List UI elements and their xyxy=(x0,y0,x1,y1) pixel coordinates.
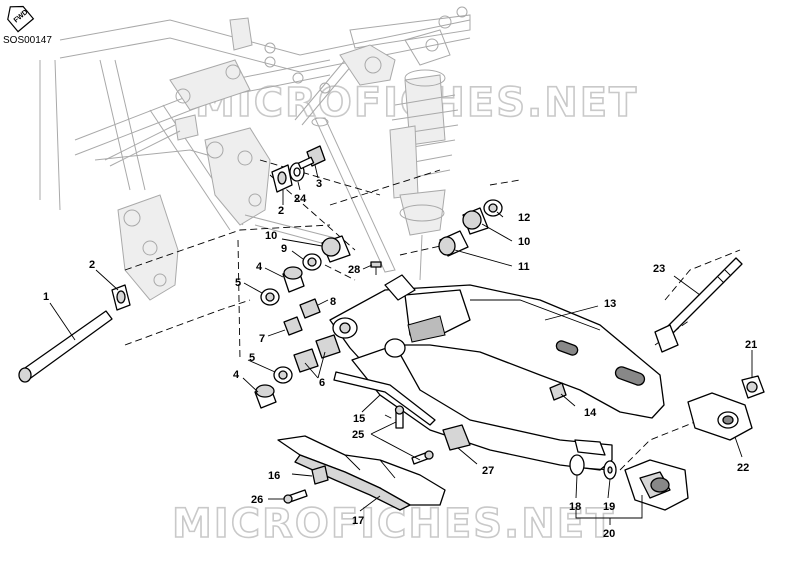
callout-8: 8 xyxy=(330,296,336,308)
part-8-spacer xyxy=(299,298,321,319)
callout-22: 22 xyxy=(737,462,749,474)
part-4-bushing-lower xyxy=(254,384,277,409)
callout-19: 19 xyxy=(603,501,615,513)
callout-6: 6 xyxy=(319,377,325,389)
ghost-shock-absorber xyxy=(311,69,459,281)
callout-20: 20 xyxy=(603,528,615,540)
callout-24: 24 xyxy=(294,193,307,205)
callout-2-upper: 2 xyxy=(278,205,284,217)
part-6-needle-bearing xyxy=(293,334,341,373)
part-28-screw xyxy=(370,261,382,275)
part-2-washer-left xyxy=(111,284,131,311)
callout-3: 3 xyxy=(316,178,322,190)
ghost-frame xyxy=(39,6,471,301)
part-26-screw xyxy=(283,489,308,504)
part-16-slider-pad xyxy=(311,465,329,485)
callout-14: 14 xyxy=(584,407,597,419)
callout-18: 18 xyxy=(569,501,581,513)
part-3-screw xyxy=(297,145,326,170)
part-1-pivot-shaft xyxy=(18,310,113,383)
part-11-bushing xyxy=(438,230,469,257)
callout-10-right: 10 xyxy=(518,236,530,248)
drawing-code: SOS00147 xyxy=(3,35,52,46)
part-23-wheel-spindle xyxy=(654,257,743,353)
callout-labels: 1 2 2 3 4 4 5 5 6 7 8 9 10 10 11 12 13 1… xyxy=(43,178,757,540)
callout-26: 26 xyxy=(251,494,263,506)
callout-12: 12 xyxy=(518,212,530,224)
callout-21: 21 xyxy=(745,339,757,351)
part-13-swingarm xyxy=(329,274,665,471)
part-20-tensioner-block xyxy=(624,459,689,511)
part-21-nut xyxy=(741,375,765,399)
part-15-chain-guide xyxy=(333,371,436,426)
part-25-screw-lower xyxy=(411,450,434,465)
part-5-seal-lower xyxy=(273,366,293,384)
part-7-spacer xyxy=(283,316,303,336)
watermark-bottom: MICROFICHES.NET xyxy=(172,501,615,547)
part-9-seal xyxy=(302,253,322,271)
callout-7: 7 xyxy=(259,333,265,345)
callout-9: 9 xyxy=(281,243,287,255)
callout-2-left: 2 xyxy=(89,259,95,271)
part-5-seal-upper xyxy=(260,288,280,306)
fwd-arrow-icon: FWD xyxy=(7,5,35,33)
part-10-bearing-left xyxy=(321,235,351,263)
callout-10-left: 10 xyxy=(265,230,277,242)
callout-27: 27 xyxy=(482,465,494,477)
callout-5-lower: 5 xyxy=(249,352,255,364)
callout-28: 28 xyxy=(348,264,360,276)
callout-13: 13 xyxy=(604,298,616,310)
part-22-tensioner-plate xyxy=(687,392,753,441)
callout-5-upper: 5 xyxy=(235,277,241,289)
part-14-grease-nipple xyxy=(549,382,567,401)
callout-23: 23 xyxy=(653,263,665,275)
part-27-pad xyxy=(442,424,471,451)
callout-15: 15 xyxy=(353,413,365,425)
callout-4-upper: 4 xyxy=(256,261,263,273)
part-19-washer xyxy=(603,460,617,480)
callout-25: 25 xyxy=(352,429,364,441)
callout-16: 16 xyxy=(268,470,280,482)
callout-17: 17 xyxy=(352,515,364,527)
part-2-washer-upper xyxy=(271,164,293,193)
callout-11: 11 xyxy=(518,261,530,273)
part-4-bushing-upper xyxy=(282,266,305,293)
callout-4-lower: 4 xyxy=(233,369,240,381)
callout-1: 1 xyxy=(43,291,49,303)
part-10-bearing-right xyxy=(462,207,489,235)
part-17-chain-guard xyxy=(277,435,446,511)
leader-lines xyxy=(49,164,753,525)
part-25-screw-upper xyxy=(394,405,405,429)
